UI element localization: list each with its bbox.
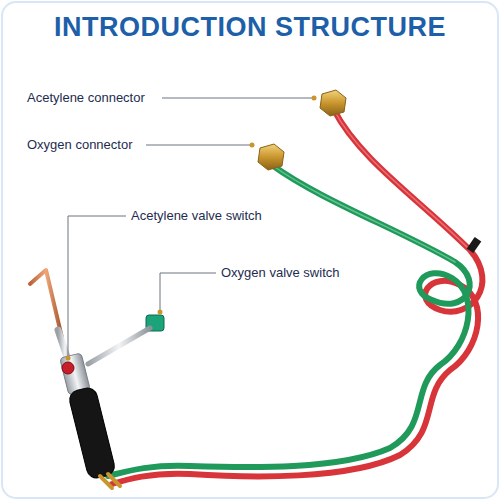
part-label: Acetylene valve switch: [130, 208, 263, 223]
torch: [30, 270, 164, 488]
part-label: Oxygen valve switch: [220, 265, 341, 280]
leader-dots: [66, 96, 317, 361]
page-title: INTRODUCTION STRUCTURE: [54, 12, 446, 43]
part-label: Acetylene connector: [26, 90, 146, 105]
part-label: Oxygen connector: [26, 137, 134, 152]
hoses: [108, 110, 482, 484]
brass-connectors: [258, 90, 346, 170]
